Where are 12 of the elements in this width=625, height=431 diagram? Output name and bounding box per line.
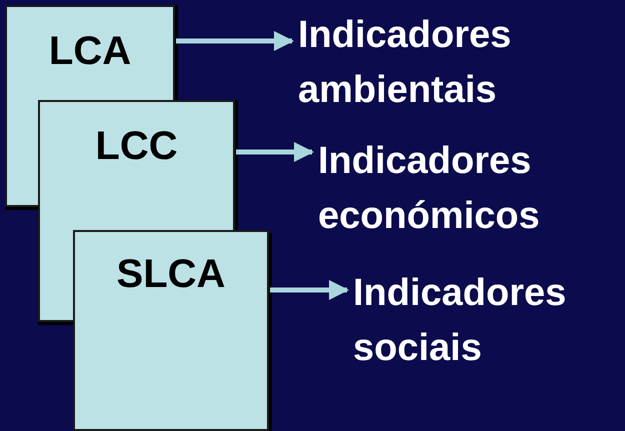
box-label: LCA <box>48 29 132 74</box>
box-label: LCC <box>94 124 179 169</box>
process-box <box>5 5 175 100</box>
arrow <box>270 280 349 300</box>
arrow <box>176 31 294 51</box>
indicator-label: Indicadores ambientais <box>298 8 598 118</box>
process-box <box>38 100 235 230</box>
process-box <box>73 230 269 431</box>
arrow <box>236 142 314 162</box>
indicator-label: Indicadores económicos <box>318 134 618 244</box>
indicator-label: Indicadores sociais <box>353 266 618 376</box>
box-label: SLCA <box>116 252 226 297</box>
